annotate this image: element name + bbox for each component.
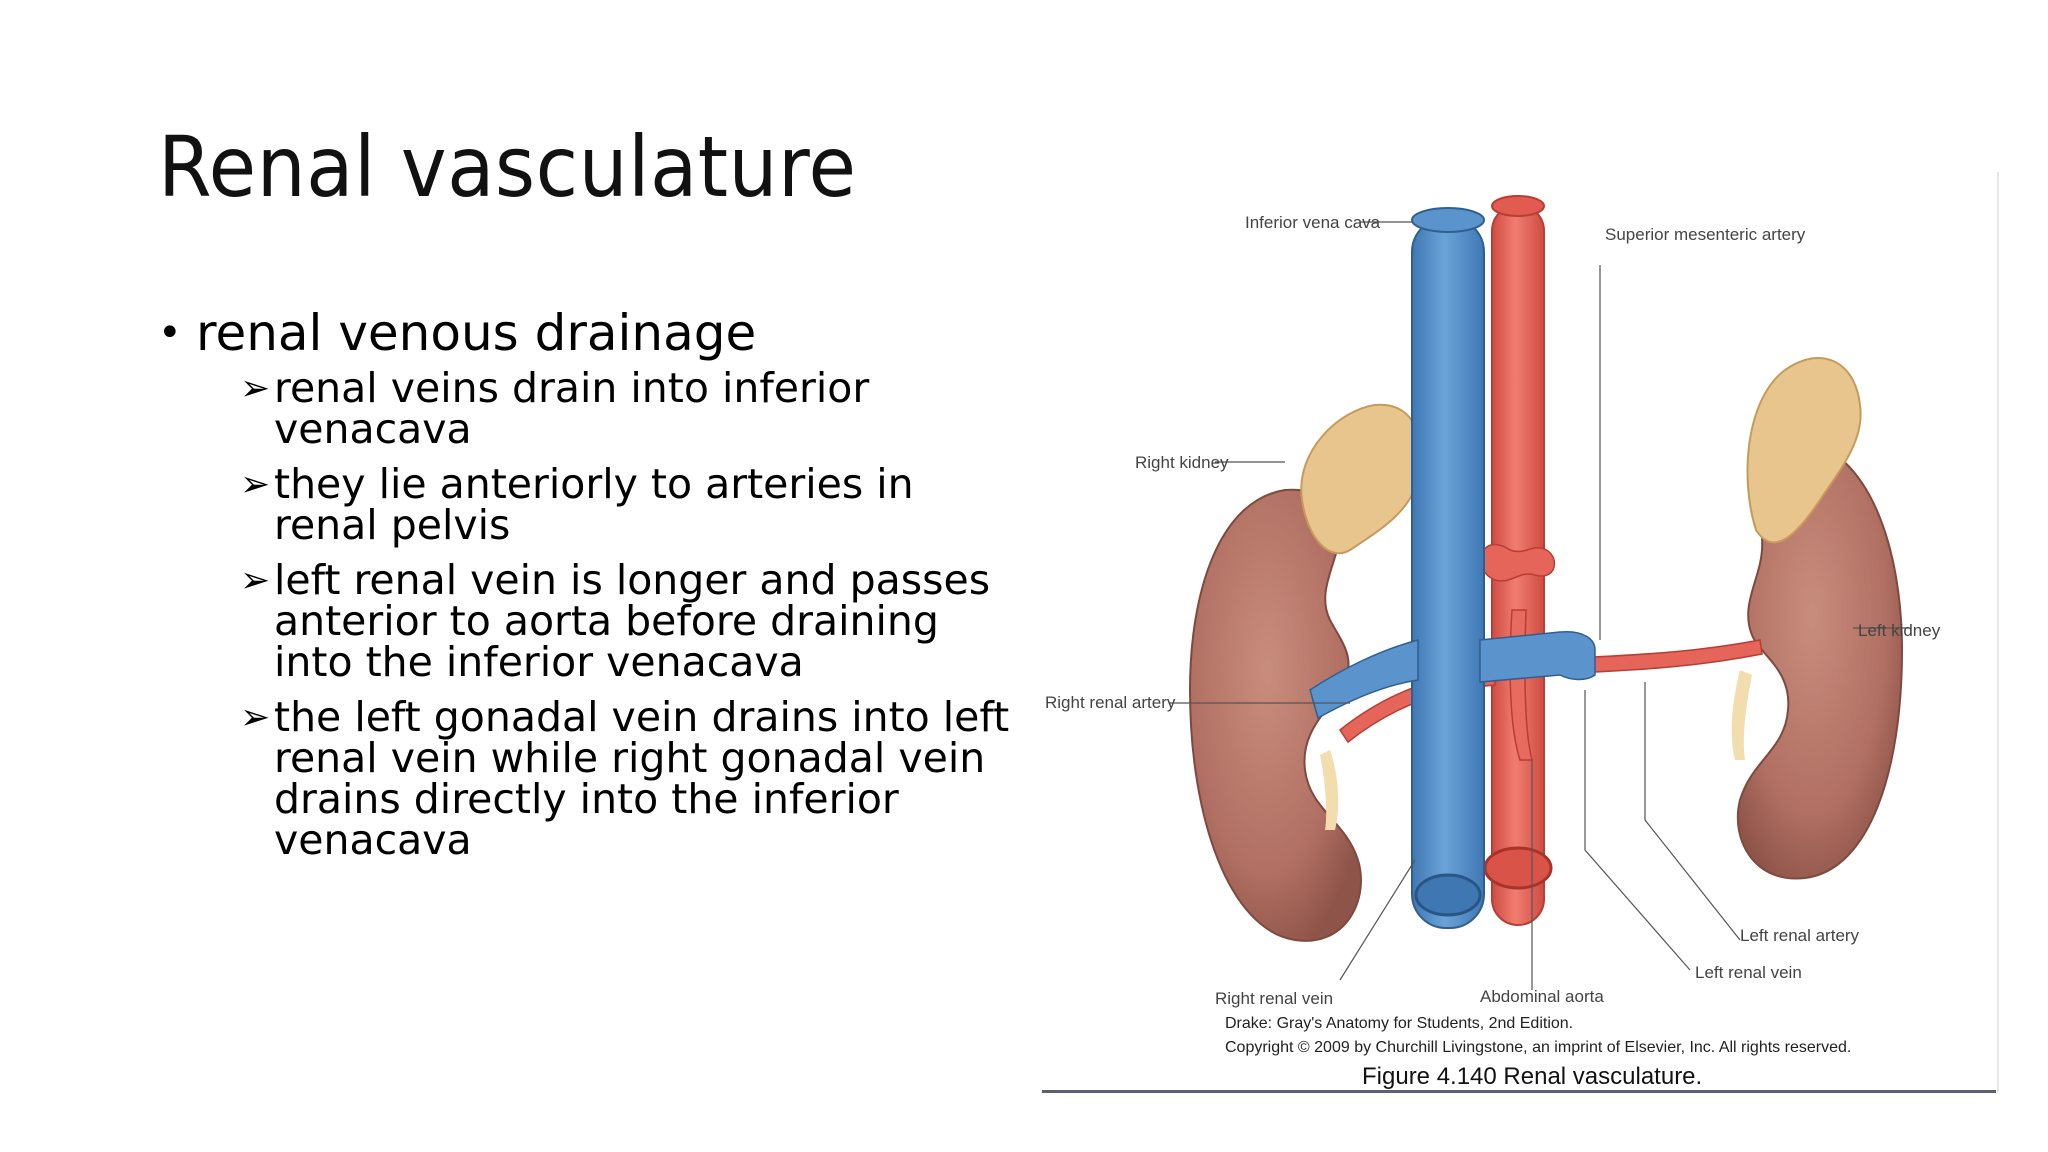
label-right-renal-artery: Right renal artery xyxy=(1045,693,1176,712)
sub-bullet-item: ➢ renal veins drain into inferior venaca… xyxy=(240,368,1018,450)
label-left-renal-artery: Left renal artery xyxy=(1740,926,1860,945)
right-adrenal-gland xyxy=(1300,403,1422,555)
bullet-list: • renal venous drainage ➢ renal veins dr… xyxy=(158,304,1018,875)
label-left-renal-vein: Left renal vein xyxy=(1695,963,1802,982)
right-ureter xyxy=(1320,750,1339,830)
sub-bullet-item: ➢ the left gonadal vein drains into left… xyxy=(240,697,1018,861)
label-inferior-vena-cava: Inferior vena cava xyxy=(1245,213,1381,232)
renal-vasculature-figure: Inferior vena cava Superior mesenteric a… xyxy=(1040,170,1990,1090)
inferior-vena-cava xyxy=(1411,217,1485,929)
label-abdominal-aorta: Abdominal aorta xyxy=(1480,987,1604,1006)
label-left-kidney: Left kidney xyxy=(1858,621,1941,640)
label-superior-mesenteric-artery: Superior mesenteric artery xyxy=(1605,225,1806,244)
label-right-renal-vein: Right renal vein xyxy=(1215,989,1333,1008)
figure-caption: Figure 4.140 Renal vasculature. xyxy=(1362,1063,1702,1090)
left-adrenal-gland xyxy=(1746,356,1862,544)
sub-bullet-list: ➢ renal veins drain into inferior venaca… xyxy=(240,368,1018,861)
figure-credit-line-1: Drake: Gray's Anatomy for Students, 2nd … xyxy=(1225,1015,1573,1032)
sub-bullet-text: left renal vein is longer and passes ant… xyxy=(274,556,991,686)
left-kidney xyxy=(1736,438,1904,880)
label-right-kidney: Right kidney xyxy=(1135,453,1229,472)
figure-credit-line-2: Copyright © 2009 by Churchill Livingston… xyxy=(1225,1039,1851,1056)
arrow-bullet-icon: ➢ xyxy=(240,464,271,505)
sub-bullet-item: ➢ they lie anteriorly to arteries in ren… xyxy=(240,464,1018,546)
left-renal-vein xyxy=(1479,631,1596,683)
arrow-bullet-icon: ➢ xyxy=(240,697,271,738)
sub-bullet-item: ➢ left renal vein is longer and passes a… xyxy=(240,560,1018,683)
sub-bullet-text: the left gonadal vein drains into left r… xyxy=(274,693,1010,864)
figure-bottom-rule xyxy=(1042,1090,1996,1093)
right-renal-vein xyxy=(1309,639,1419,720)
left-ureter xyxy=(1731,670,1752,760)
bullet-text: renal venous drainage xyxy=(196,304,757,362)
bullet-marker: • xyxy=(158,310,182,356)
arrow-bullet-icon: ➢ xyxy=(240,368,271,409)
figure-right-border xyxy=(1997,172,1999,1092)
sub-bullet-text: they lie anteriorly to arteries in renal… xyxy=(274,460,914,549)
sub-bullet-text: renal veins drain into inferior venacava xyxy=(274,364,870,453)
right-kidney xyxy=(1188,488,1362,942)
arrow-bullet-icon: ➢ xyxy=(240,560,271,601)
bullet-item: • renal venous drainage xyxy=(158,304,1018,362)
slide-title: Renal vasculature xyxy=(158,118,857,216)
anatomy-illustration: Inferior vena cava Superior mesenteric a… xyxy=(1045,195,1941,1090)
